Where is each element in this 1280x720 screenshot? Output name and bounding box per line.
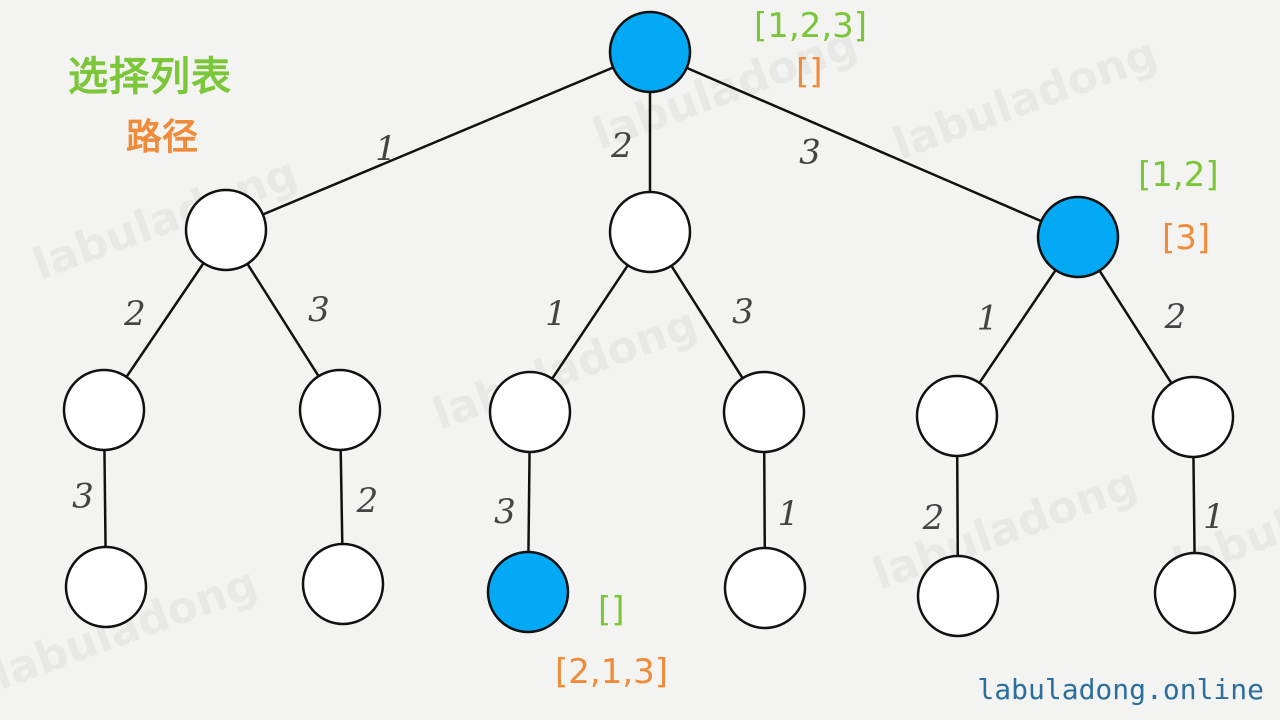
edge-label-n2-n23: 3 bbox=[732, 292, 754, 332]
node-3-choice-list: [1,2] bbox=[1138, 155, 1219, 195]
edge-root-n3 bbox=[685, 66, 1043, 223]
edge-label-n2-n21: 1 bbox=[545, 294, 567, 334]
tree-node-n123 bbox=[64, 545, 148, 629]
edge-label-n3-n31: 1 bbox=[977, 299, 999, 339]
tree-node-n2 bbox=[608, 190, 692, 274]
leaf-213-choice-list: [] bbox=[598, 590, 625, 630]
legend-choice-list: 选择列表 bbox=[68, 54, 232, 100]
edge-label-n31-n312: 2 bbox=[922, 498, 945, 538]
tree-node-n32 bbox=[1151, 375, 1235, 459]
edge-n13-n132 bbox=[339, 448, 344, 546]
tree-node-n1 bbox=[184, 188, 268, 272]
edge-n2-n21 bbox=[550, 264, 630, 380]
tree-node-n21 bbox=[488, 370, 572, 454]
edge-label-n1-n13: 3 bbox=[308, 290, 330, 330]
site-url: labuladong.online bbox=[977, 673, 1264, 706]
leaf-213-path: [2,1,3] bbox=[555, 652, 669, 692]
legend-path: 路径 bbox=[126, 117, 199, 158]
edge-n21-n213 bbox=[527, 450, 531, 554]
tree-node-n3 bbox=[1036, 195, 1120, 279]
edge-label-n13-n132: 2 bbox=[356, 481, 379, 521]
tree-node-n31 bbox=[915, 374, 999, 458]
root-choice-list: [1,2,3] bbox=[754, 6, 868, 46]
tree-nodes bbox=[62, 10, 1237, 638]
edge-n32-n321 bbox=[1192, 455, 1196, 555]
edge-n31-n312 bbox=[955, 454, 960, 558]
tree-node-n12 bbox=[62, 368, 146, 452]
edge-label-root-n2: 2 bbox=[610, 126, 633, 166]
edge-n23-n231 bbox=[762, 450, 767, 550]
edge-n1-n12 bbox=[125, 261, 205, 379]
edge-n2-n23 bbox=[670, 264, 744, 380]
edge-root-n1 bbox=[261, 66, 615, 216]
edge-n3-n32 bbox=[1098, 269, 1173, 385]
tree-node-n23 bbox=[722, 370, 806, 454]
edge-label-n32-n321: 1 bbox=[1203, 497, 1225, 537]
tree-node-root bbox=[608, 10, 692, 94]
edge-label-n21-n213: 3 bbox=[494, 492, 516, 532]
tree-node-n13 bbox=[298, 368, 382, 452]
edge-n3-n31 bbox=[978, 268, 1057, 385]
edge-label-n12-n123: 3 bbox=[72, 477, 94, 517]
edge-n1-n13 bbox=[246, 262, 320, 378]
watermark-2: labuladong bbox=[866, 458, 1144, 601]
tree-edge-labels: 1 2 3 2 3 1 3 1 2 3 2 3 1 2 1 bbox=[72, 126, 1225, 538]
tree-edges bbox=[103, 66, 1196, 558]
edge-label-root-n3: 3 bbox=[799, 133, 821, 173]
node-3-path: [3] bbox=[1162, 218, 1211, 258]
watermark-3: labuladong bbox=[886, 28, 1164, 171]
edge-label-n23-n231: 1 bbox=[778, 494, 800, 534]
tree-node-n312 bbox=[916, 554, 1000, 638]
edge-label-n1-n12: 2 bbox=[123, 294, 146, 334]
edge-n12-n123 bbox=[103, 448, 107, 549]
tree-node-n213 bbox=[486, 550, 570, 634]
tree-node-n132 bbox=[301, 542, 385, 626]
edge-label-n3-n32: 2 bbox=[1164, 297, 1187, 337]
tree-node-n231 bbox=[723, 546, 807, 630]
tree-node-n321 bbox=[1153, 551, 1237, 635]
edge-label-root-n1: 1 bbox=[375, 129, 397, 169]
root-path: [] bbox=[796, 52, 823, 92]
